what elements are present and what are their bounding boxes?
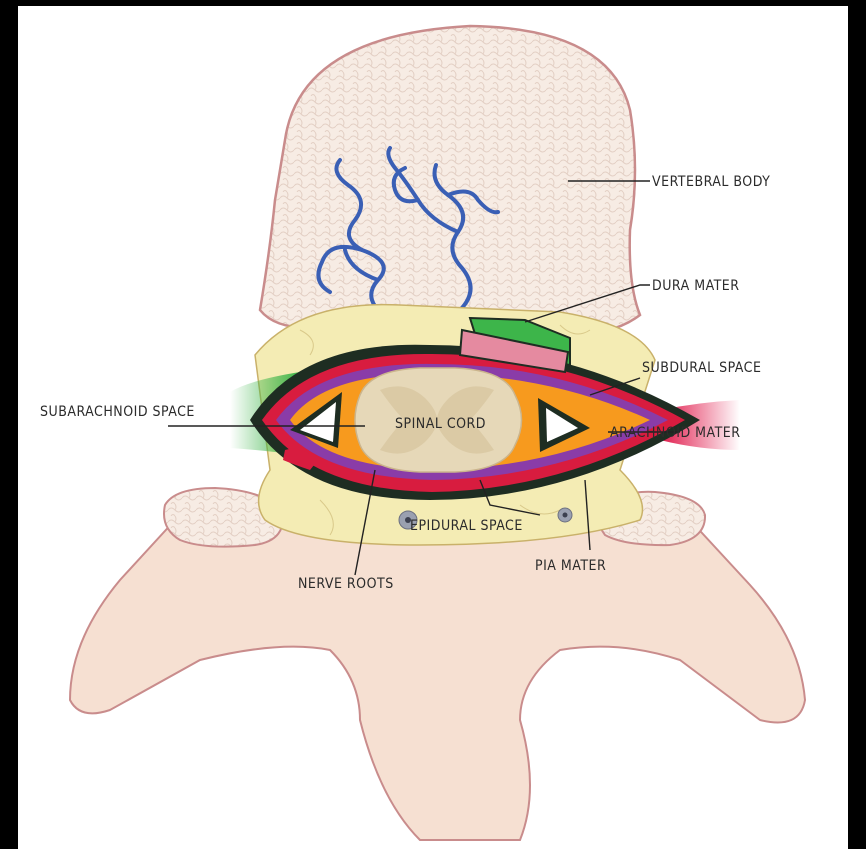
label-nerve-roots: NERVE ROOTS <box>298 576 394 592</box>
label-vertebral-body: VERTEBRAL BODY <box>652 174 770 190</box>
label-subarachnoid-space: SUBARACHNOID SPACE <box>40 404 195 420</box>
vertebral-arch <box>70 520 805 840</box>
label-dura-mater: DURA MATER <box>652 278 740 294</box>
label-arachnoid-mater: ARACHNOID MATER <box>610 425 740 441</box>
label-epidural-space: EPIDURAL SPACE <box>410 518 523 534</box>
label-pia-mater: PIA MATER <box>535 558 606 574</box>
label-subdural-space: SUBDURAL SPACE <box>642 360 761 376</box>
label-spinal-cord: SPINAL CORD <box>395 416 486 432</box>
